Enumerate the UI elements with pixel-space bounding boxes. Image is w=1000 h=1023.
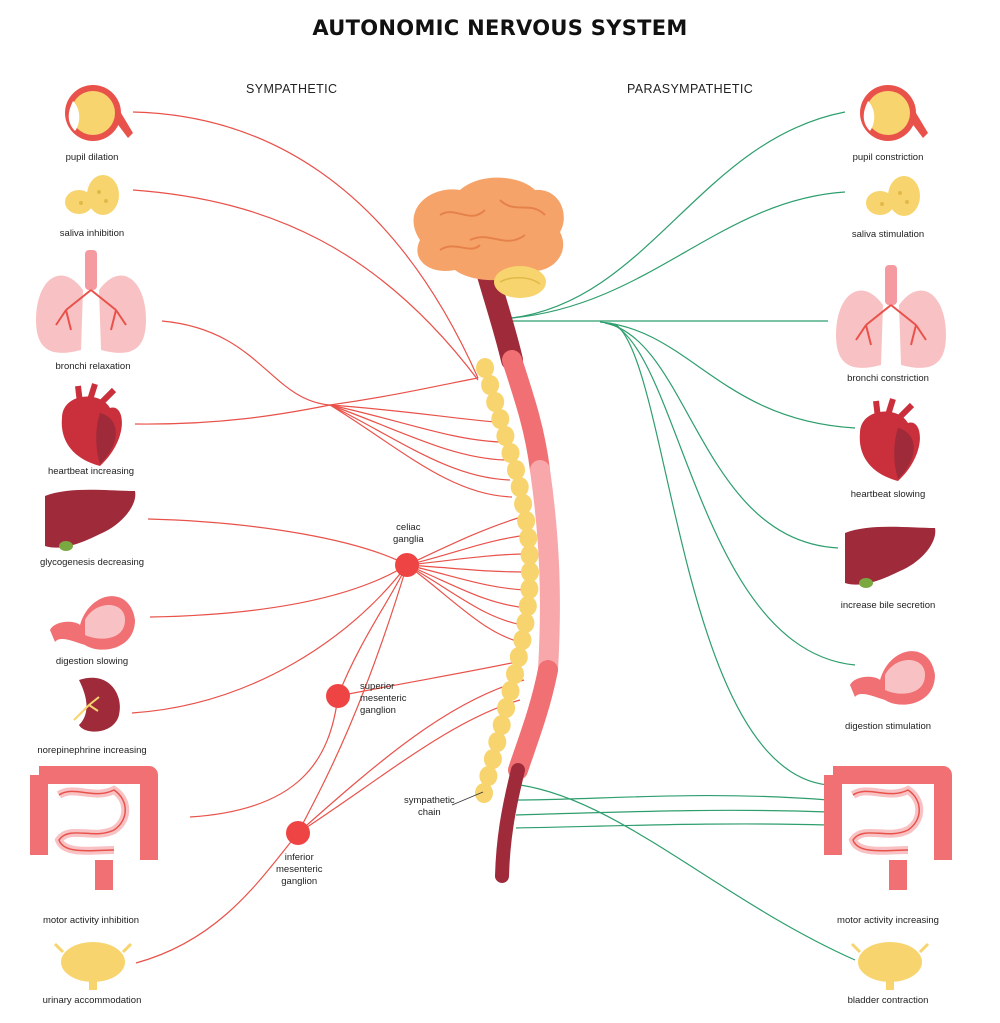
parasympathetic-label-bronchi: bronchi constriction — [847, 373, 929, 384]
liver-icon — [45, 489, 136, 551]
sympathetic-label-stomach: digestion slowing — [55, 656, 129, 667]
sympathetic-heading: SYMPATHETIC — [246, 82, 338, 96]
heart-icon — [859, 398, 920, 481]
sympathetic-chain-ganglion — [513, 630, 532, 650]
parasympathetic-label-saliva: saliva stimulation — [851, 229, 925, 240]
parasympathetic-label-intestine: motor activity increasing — [837, 915, 939, 926]
nerve-line-urinary-accommodation — [135, 832, 299, 964]
lungs-icon — [36, 250, 146, 353]
nerve-line-heartbeat-slowing — [599, 321, 856, 429]
salivary-gland-icon — [866, 176, 920, 216]
bladder-icon — [850, 942, 930, 990]
liver-icon — [845, 526, 936, 588]
sympathetic-chain — [475, 358, 539, 803]
sympathetic-chain-ganglion — [488, 732, 507, 752]
sympathetic-chain-ganglion — [514, 494, 533, 514]
sympathetic-label-liver: glycogenesis decreasing — [39, 557, 145, 568]
sympathetic-chain-ganglion — [486, 392, 505, 412]
nerve-line-heartbeat-increasing — [134, 404, 331, 425]
bladder-icon — [53, 942, 133, 990]
salivary-gland-icon — [65, 175, 119, 215]
nerve-line-glycogenesis-decreasing — [147, 518, 408, 566]
parasympathetic-label-heart: heartbeat slowing — [850, 489, 926, 500]
celiac-ganglion — [395, 553, 419, 577]
sympathetic-chain-ganglion — [517, 511, 536, 531]
sympathetic-chain-ganglion — [501, 681, 520, 701]
nerve-line-saliva-inhibition — [132, 189, 479, 381]
sympathetic-label-bladder: urinary accommodation — [42, 995, 142, 1006]
nerve-line-increase-bile-secretion — [604, 322, 839, 549]
sympathetic-chain-ganglion — [518, 596, 537, 616]
stomach-icon — [50, 596, 135, 650]
nerve-line-bronchi-relaxation — [161, 320, 331, 406]
sympathetic-chain-ganglion — [497, 698, 516, 718]
sympathetic-chain-ganglion — [475, 783, 493, 803]
nerve-line-saliva-stimulation — [511, 191, 846, 319]
stomach-icon — [850, 651, 935, 705]
nerve-line-digestion-slowing — [149, 564, 408, 618]
sympathetic-label-heart: heartbeat increasing — [47, 466, 135, 477]
parasympathetic-label-pupil: pupil constriction — [852, 152, 924, 163]
nerve-line-motor-activity-inhibition — [189, 695, 339, 818]
sympathetic-chain-ganglion — [516, 613, 535, 633]
sympathetic-chain-ganglion — [507, 460, 525, 480]
sympathetic-chain-label: sympathetic chain — [404, 795, 455, 818]
brain-icon — [413, 177, 564, 298]
sympathetic-chain-pointer — [451, 791, 484, 806]
kidney-icon — [73, 677, 120, 732]
sympathetic-chain-ganglion — [496, 426, 515, 446]
parasympathetic-label-bladder: bladder contraction — [847, 995, 929, 1006]
nerve-line-pupil-constriction — [511, 111, 846, 319]
spinal-cord — [474, 254, 560, 883]
sympathetic-label-saliva: saliva inhibition — [59, 228, 125, 239]
page-title: AUTONOMIC NERVOUS SYSTEM — [312, 16, 688, 40]
nerve-line-pupil-dilation — [132, 111, 479, 379]
sympathetic-label-kidney: norepinephrine increasing — [37, 745, 147, 756]
superior-mesenteric-ganglion-label: superior mesenteric ganglion — [360, 681, 407, 716]
sympathetic-nerve-lines — [131, 111, 529, 964]
heart-icon — [61, 383, 122, 466]
sympathetic-chain-ganglion — [483, 749, 502, 769]
sympathetic-label-intestine: motor activity inhibition — [42, 915, 140, 926]
parasympathetic-label-liver: increase bile secretion — [840, 600, 936, 611]
nerve-line-motor-activity-increasing — [614, 323, 829, 786]
eye-icon — [860, 85, 928, 141]
superior-mesenteric-ganglion — [326, 684, 350, 708]
celiac-ganglia-label: celiac ganglia — [393, 522, 424, 545]
parasympathetic-nerve-lines — [511, 111, 856, 961]
inferior-mesenteric-ganglion — [286, 821, 310, 845]
sympathetic-chain-ganglion — [520, 545, 539, 565]
sympathetic-chain-ganglion — [509, 647, 528, 667]
sympathetic-chain-ganglion — [481, 375, 500, 395]
sympathetic-chain-ganglion — [521, 562, 539, 582]
nerve-line-bladder-contraction — [519, 784, 856, 961]
sympathetic-chain-ganglion — [520, 579, 539, 599]
sympathetic-chain-ganglion — [501, 443, 520, 463]
sympathetic-chain-ganglion — [519, 528, 538, 548]
sympathetic-label-bronchi: bronchi relaxation — [55, 361, 131, 372]
eye-icon — [65, 85, 133, 141]
sympathetic-label-pupil: pupil dilation — [65, 152, 119, 163]
intestine-icon — [824, 766, 952, 890]
sympathetic-chain-ganglion — [506, 664, 524, 684]
nerve-line-digestion-stimulation — [609, 322, 856, 666]
parasympathetic-heading: PARASYMPATHETIC — [627, 82, 754, 96]
sympathetic-chain-ganglion — [476, 358, 494, 378]
lungs-icon — [836, 265, 946, 368]
sympathetic-chain-ganglion — [510, 477, 529, 497]
sympathetic-chain-ganglion — [479, 766, 498, 786]
sympathetic-chain-ganglion — [492, 715, 511, 735]
nerve-line-norepinephrine-increasing — [131, 564, 408, 714]
sympathetic-chain-ganglion — [491, 409, 510, 429]
inferior-mesenteric-ganglion-label: inferior mesenteric ganglion — [276, 852, 323, 887]
intestine-icon — [30, 766, 158, 890]
parasympathetic-label-stomach: digestion stimulation — [844, 721, 932, 732]
